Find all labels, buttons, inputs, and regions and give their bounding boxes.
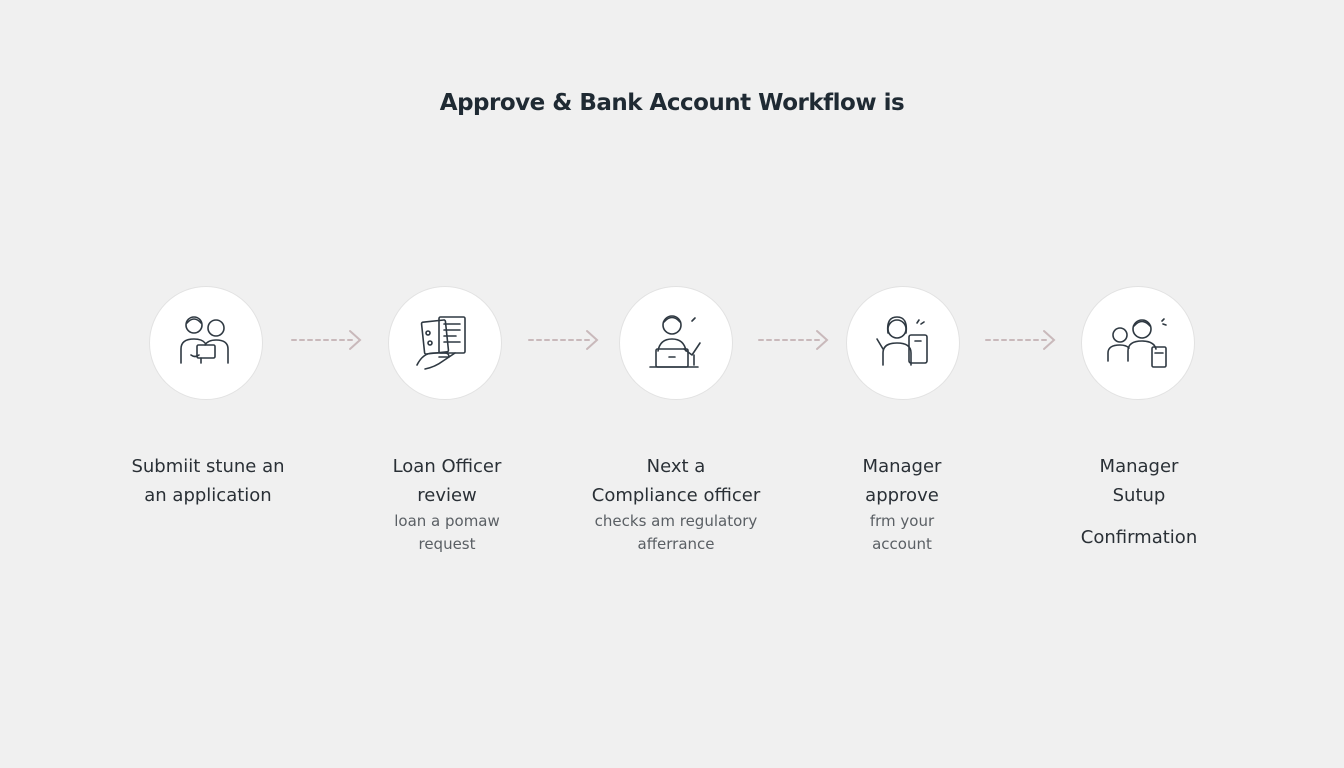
- step-2-title-line1: Loan Officer: [392, 456, 502, 477]
- step-3-icon-circle: [619, 286, 733, 400]
- step-5-title-line2: Sutup: [1112, 485, 1166, 506]
- step-1-title-line1: Submiit stune an: [131, 456, 285, 477]
- applicants-with-tablet-icon: [180, 316, 229, 364]
- step-2-desc-line2: request: [418, 535, 476, 553]
- step-3-desc-line1: checks am regulatory: [594, 512, 758, 530]
- step-1-text: Submiit stune an an application: [98, 452, 318, 510]
- step-3-desc-line2: afferrance: [637, 535, 715, 553]
- step-2-title-line2: review: [417, 485, 477, 506]
- step-3-text: Next a Compliance officer checks am regu…: [566, 452, 786, 556]
- step-1-title-line2: an application: [144, 485, 272, 506]
- flow-arrow-4: [985, 330, 1056, 350]
- step-3-title-line1: Next a: [646, 456, 706, 477]
- step-5-title-line1: Manager: [1099, 456, 1179, 477]
- step-5-icon-circle: [1081, 286, 1195, 400]
- step-4-desc-line2: account: [872, 535, 932, 553]
- flow-arrow-1: [291, 330, 362, 350]
- step-4-text: Manager approve frm your account: [792, 452, 1012, 556]
- officer-at-laptop-icon: [649, 315, 701, 368]
- step-4-title-line2: approve: [865, 485, 939, 506]
- step-4-title-line1: Manager: [862, 456, 942, 477]
- step-4-desc-line1: frm your: [869, 512, 935, 530]
- flow-arrow-2: [528, 330, 599, 350]
- step-4-icon-circle: [846, 286, 960, 400]
- setup-confirmation-icon: [1107, 318, 1167, 368]
- flow-arrow-3: [758, 330, 829, 350]
- step-1-icon-circle: [149, 286, 263, 400]
- manager-with-tablet-icon: [876, 316, 928, 366]
- step-5-note: Confirmation: [1080, 527, 1198, 548]
- step-2-icon-circle: [388, 286, 502, 400]
- step-3-title-line2: Compliance officer: [591, 485, 761, 506]
- document-review-icon: [416, 316, 466, 370]
- step-5-text: Manager Sutup Confirmation: [1029, 452, 1249, 552]
- step-2-text: Loan Officer review loan a pomaw request: [337, 452, 557, 556]
- step-2-desc-line1: loan a pomaw: [394, 512, 500, 530]
- diagram-title: Approve & Bank Account Workflow is: [439, 90, 905, 116]
